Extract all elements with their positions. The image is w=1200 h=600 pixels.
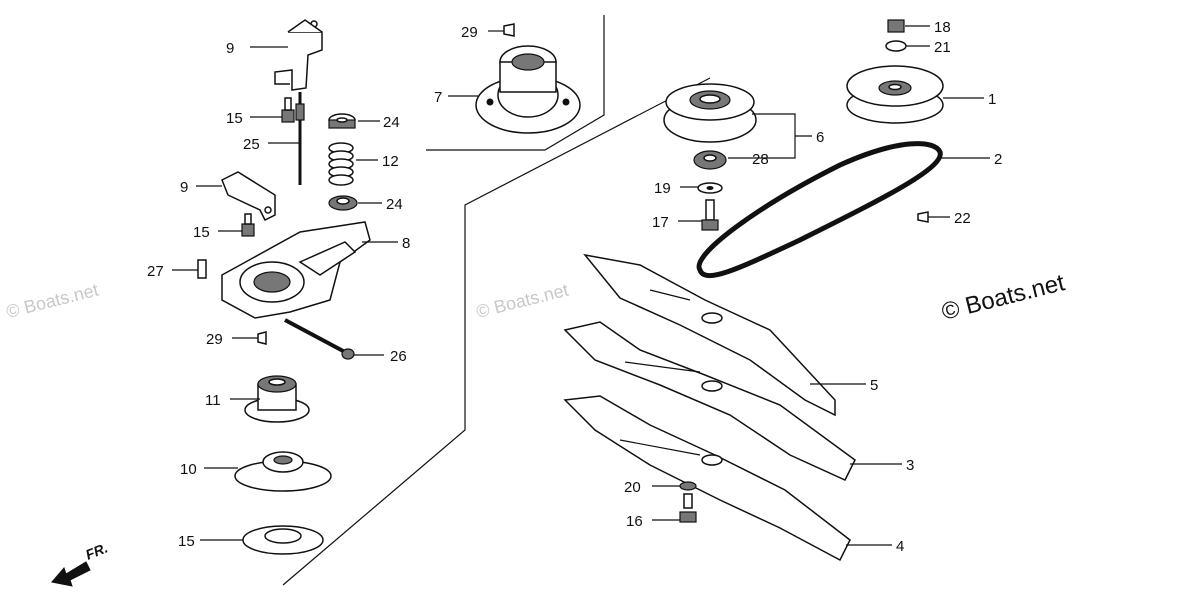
part-22-washer (679, 481, 697, 491)
callout-6: 6 (816, 129, 824, 146)
part-2-belt (696, 141, 943, 279)
callout-29-left: 29 (206, 331, 223, 348)
arrow-left-icon (51, 561, 91, 587)
part-25-clip (917, 211, 929, 223)
part-18-bolt (679, 493, 697, 523)
callout-14: 12 (382, 153, 399, 170)
part-23-washer-upper (328, 113, 356, 129)
leader-lines (172, 25, 990, 546)
callout-8: 8 (402, 235, 410, 252)
callout-11: 10 (180, 461, 197, 478)
callout-27: 28 (752, 151, 769, 168)
callout-2: 2 (994, 151, 1002, 168)
callout-20: 21 (934, 39, 951, 56)
callout-9: 9 (180, 179, 188, 196)
part-8-tension-arm (221, 221, 371, 319)
callout-24: 25 (243, 136, 260, 153)
part-6-pulley (663, 83, 757, 143)
callout-16-lower: 15 (193, 224, 210, 241)
part-19-nut (887, 19, 905, 33)
callout-23-upper: 24 (383, 114, 400, 131)
part-24-rod (295, 92, 305, 185)
part-26-bolt (284, 318, 355, 360)
part-9-bracket (221, 171, 276, 222)
callout-26: 26 (390, 348, 407, 365)
callout-19: 18 (934, 19, 951, 36)
callout-12: 11 (205, 392, 221, 409)
direction-label: FR. (83, 539, 110, 562)
part-3-blade (563, 321, 856, 481)
callout-23-lower: 24 (386, 196, 403, 213)
callout-25: 22 (954, 210, 971, 227)
callout-18: 16 (626, 513, 643, 530)
callout-22: 20 (624, 479, 641, 496)
part-17-bolt (701, 199, 719, 231)
callout-5: 5 (870, 377, 878, 394)
part-23-washer-lower (328, 195, 358, 211)
section-frame (282, 15, 711, 586)
watermark-center: © Boats.net (474, 280, 570, 322)
callout-10: 9 (226, 40, 234, 57)
part-12-pulley (244, 375, 310, 423)
callout-1: 1 (988, 91, 996, 108)
part-5-blade (583, 253, 836, 417)
part-16-bolt-upper (281, 97, 295, 123)
direction-indicator: FR. (51, 539, 110, 587)
callout-15: 15 (178, 533, 195, 550)
brand-label: © Boats.net (939, 269, 1068, 326)
part-27-bearing (693, 150, 727, 170)
part-10-bracket (274, 19, 323, 91)
callout-17: 17 (652, 214, 669, 231)
part-1-pulley (846, 65, 944, 124)
part-7-pulley (475, 45, 581, 134)
callout-21: 19 (654, 180, 671, 197)
part-21-washer (697, 182, 723, 194)
part-16-bolt-lower (241, 213, 255, 237)
callout-28: 27 (147, 263, 164, 280)
part-29-nut-left (257, 331, 267, 345)
part-29-nut-top (503, 23, 515, 37)
callout-7: 7 (434, 89, 442, 106)
part-20-washer (885, 40, 907, 52)
callout-4: 4 (896, 538, 904, 555)
callout-labels: 9 15 24 25 12 24 9 15 8 27 29 26 11 10 1… (147, 19, 1002, 555)
callout-29-top: 29 (461, 24, 478, 41)
part-4-blade (563, 395, 851, 562)
part-14-spring (328, 142, 354, 186)
part-28-pin (197, 259, 207, 279)
callout-16-upper: 15 (226, 110, 243, 127)
callout-3: 3 (906, 457, 914, 474)
part-15-washer (242, 525, 324, 555)
part-11-disc (234, 451, 332, 492)
watermark-left: © Boats.net (4, 280, 100, 322)
